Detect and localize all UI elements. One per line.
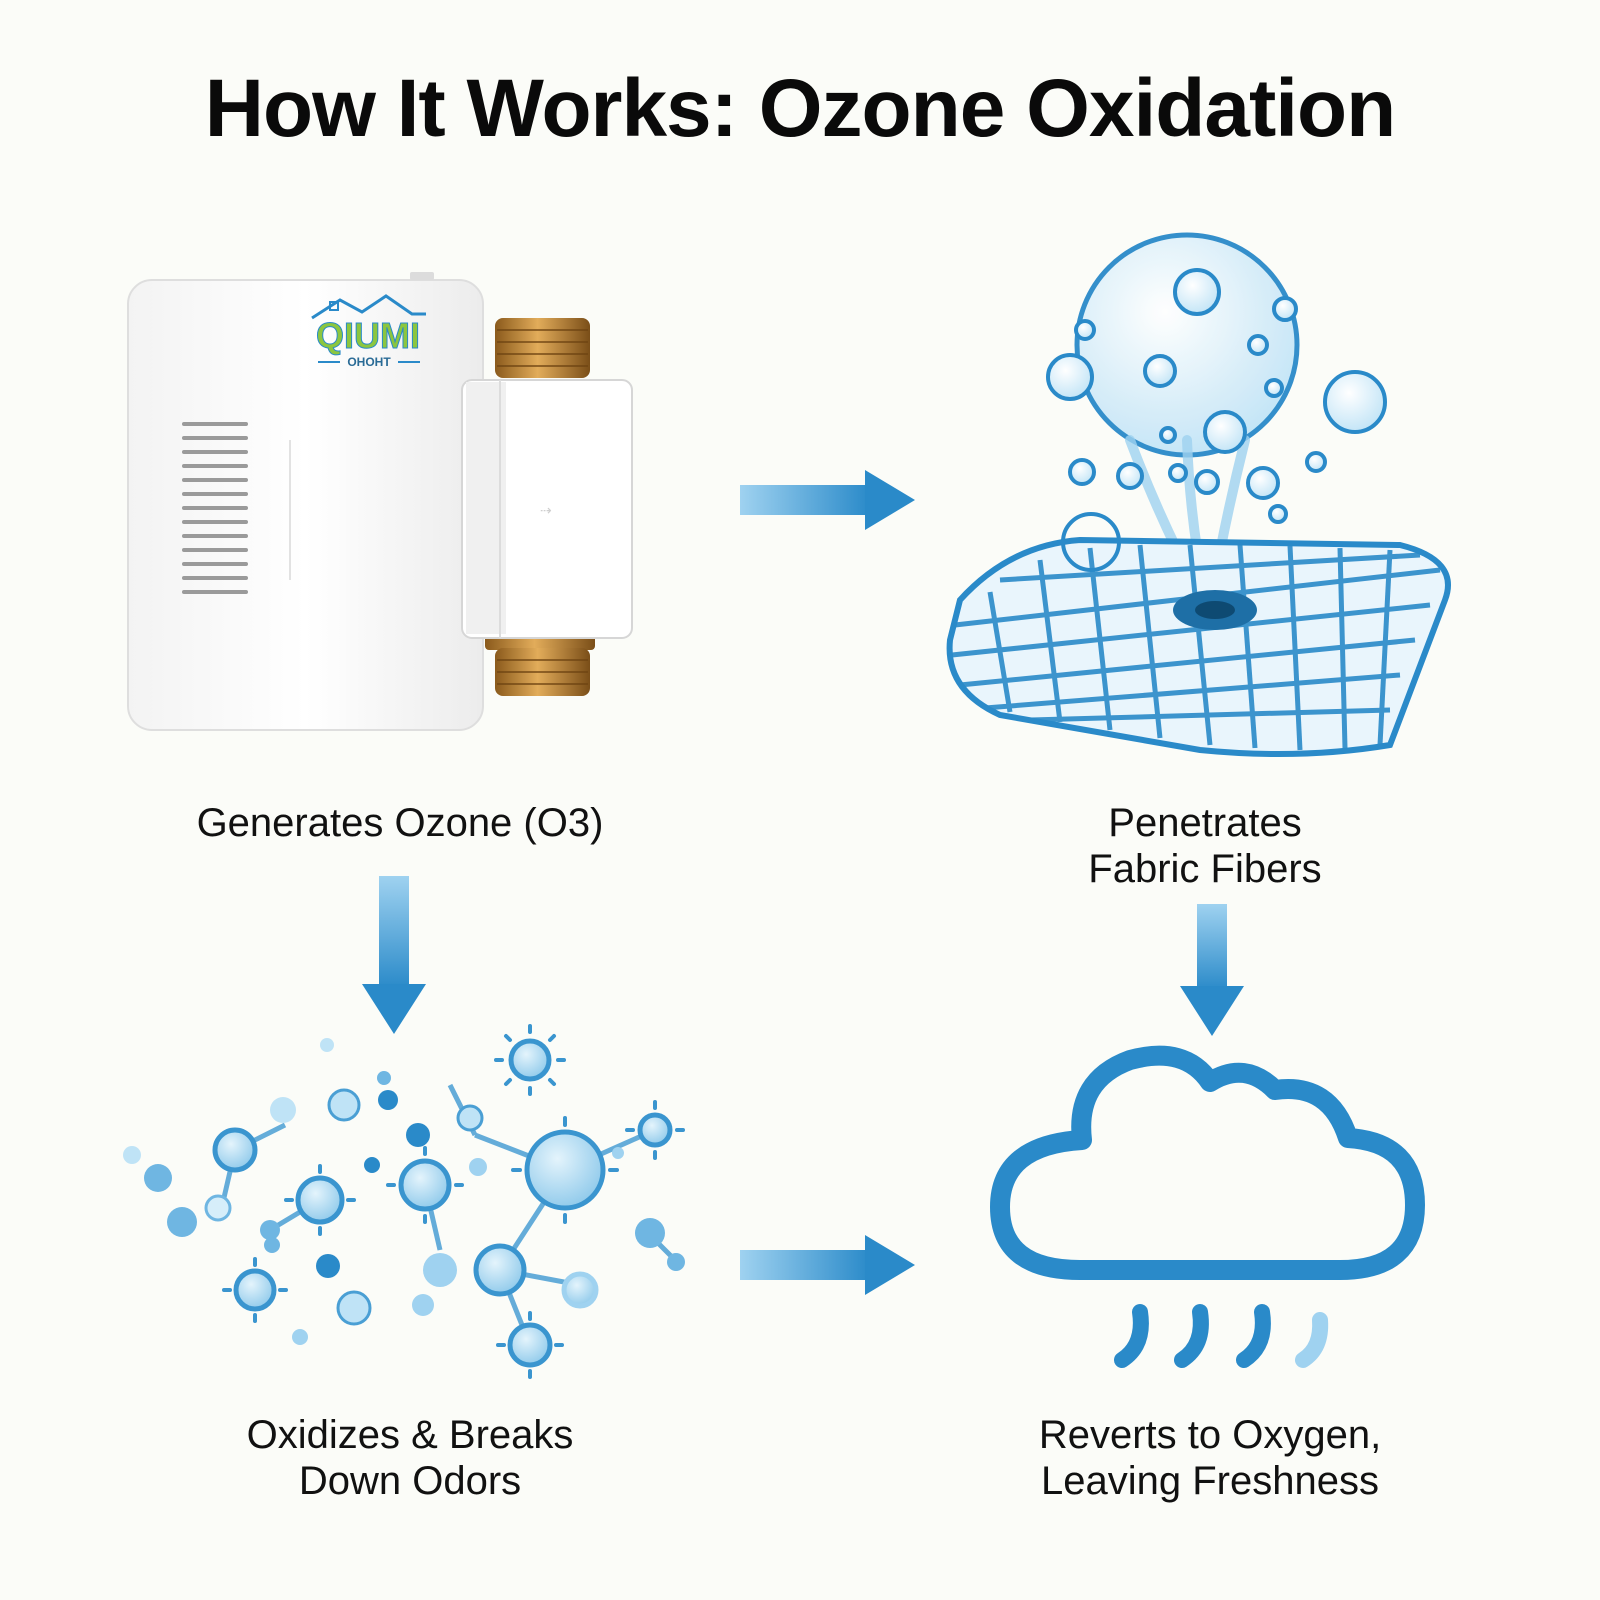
svg-text:⇢: ⇢	[540, 502, 552, 518]
brand-logo: QIUMI OHOHT	[311, 294, 426, 369]
copper-fitting-bottom	[485, 632, 595, 696]
caption-line: Penetrates	[1108, 801, 1302, 845]
step-caption-revert: Reverts to Oxygen, Leaving Freshness	[960, 1412, 1460, 1504]
brand-sub-label: OHOHT	[347, 355, 391, 369]
caption-line: Leaving Freshness	[1041, 1459, 1379, 1503]
copper-fitting-top	[495, 318, 590, 378]
caption-line: Generates Ozone (O3)	[196, 801, 604, 845]
vent-grille	[182, 422, 248, 594]
cloud-rain-icon	[990, 1045, 1425, 1368]
ozone-generator-device: QIUMI OHOHT ⇢	[127, 272, 633, 731]
step-caption-oxidize: Oxidizes & Breaks Down Odors	[130, 1412, 690, 1504]
odor-molecules-icon	[123, 1024, 685, 1379]
arrow-right-icon	[740, 1235, 915, 1295]
arrow-down-icon	[362, 876, 426, 1034]
step-caption-generate: Generates Ozone (O3)	[130, 800, 670, 846]
step-caption-penetrate: Penetrates Fabric Fibers	[960, 800, 1450, 892]
fabric-penetration-icon	[946, 232, 1451, 757]
arrow-down-icon	[1180, 904, 1244, 1036]
brand-name: QIUMI	[316, 315, 420, 356]
caption-line: Reverts to Oxygen,	[1038, 1413, 1382, 1457]
caption-line: Down Odors	[298, 1459, 522, 1503]
caption-line: Fabric Fibers	[1088, 847, 1322, 891]
clamp-housing: ⇢	[461, 379, 633, 639]
page-title: How It Works: Ozone Oxidation	[204, 63, 1396, 154]
caption-line: Oxidizes & Breaks	[246, 1413, 574, 1457]
arrow-right-icon	[740, 470, 915, 530]
